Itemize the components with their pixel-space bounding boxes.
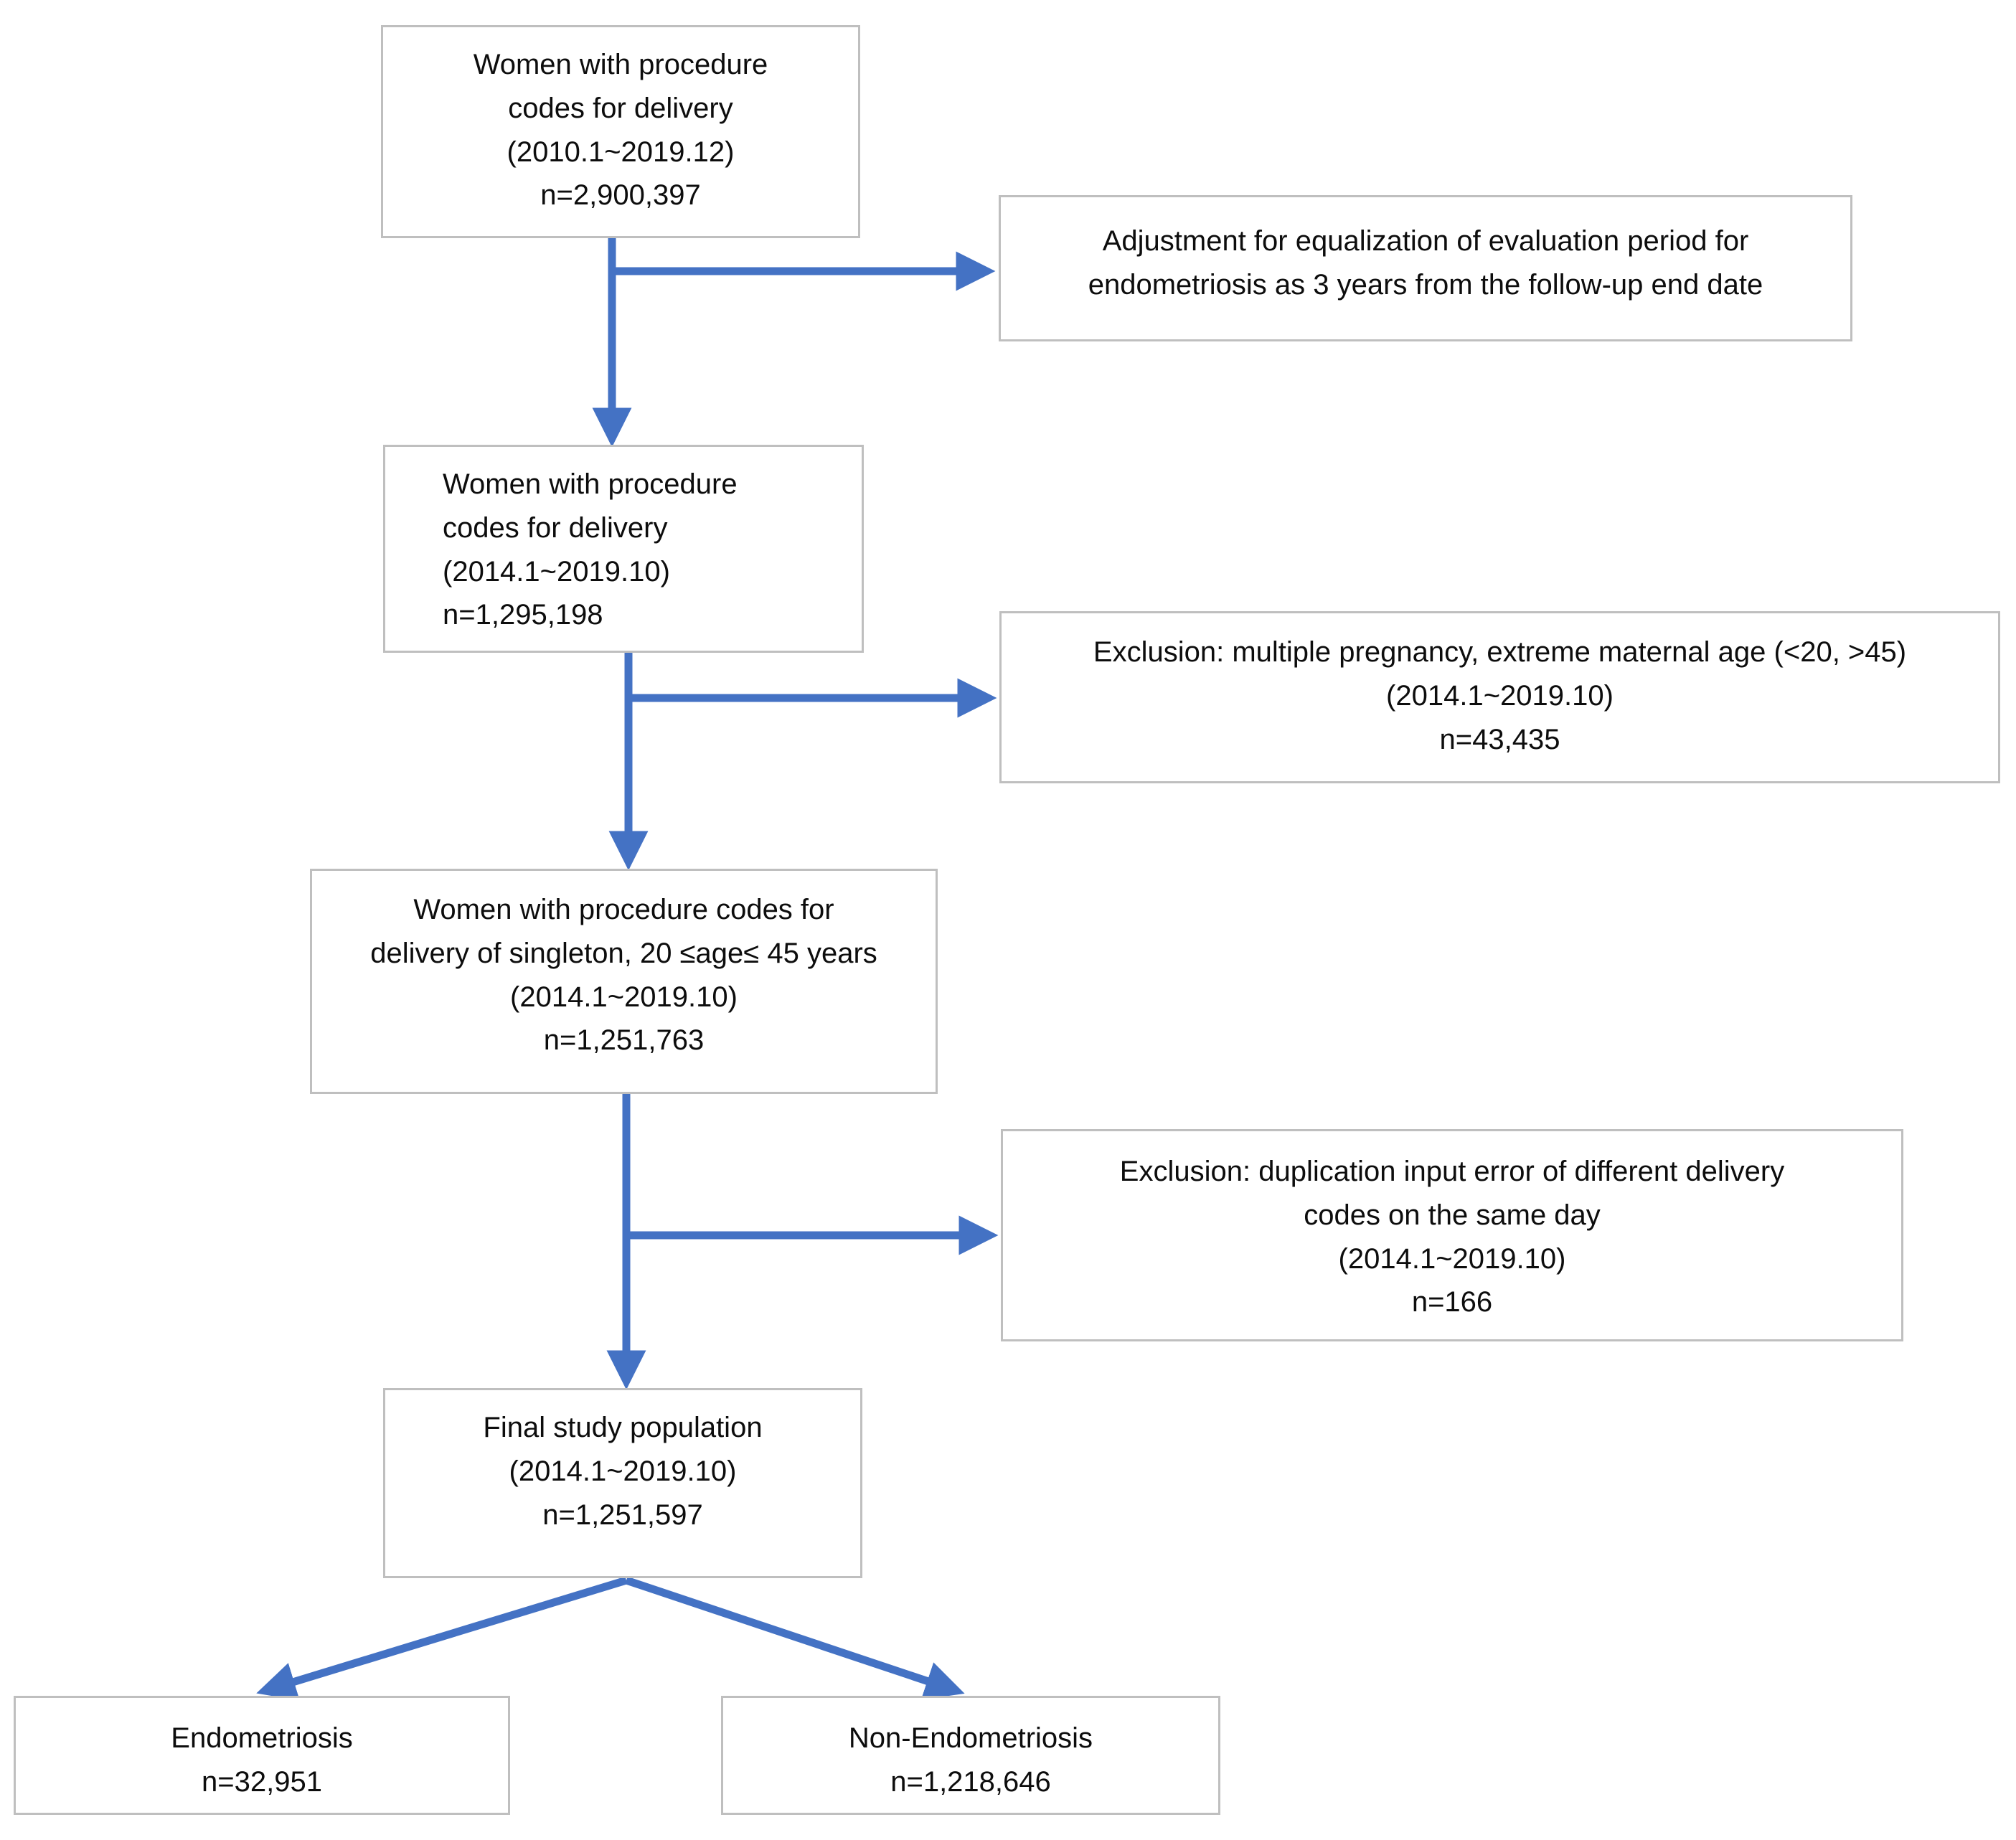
node-group-non-endometriosis: Non-Endometriosis n=1,218,646 (721, 1696, 1220, 1815)
node-cohort-initial-line-2: codes for delivery (508, 92, 733, 124)
node-cohort-adjusted: Women with procedure codes for delivery … (383, 445, 864, 653)
node-cohort-singleton-line-1: Women with procedure codes for (413, 894, 834, 925)
node-group-non-endometriosis-count: n=1,218,646 (890, 1765, 1051, 1798)
node-group-endometriosis-title: Endometriosis (171, 1722, 353, 1754)
node-cohort-singleton: Women with procedure codes for delivery … (310, 869, 938, 1094)
node-group-non-endometriosis-title: Non-Endometriosis (848, 1722, 1093, 1754)
arrow-final-to-endometriosis (256, 1576, 628, 1701)
node-cohort-initial: Women with procedure codes for delivery … (381, 25, 860, 238)
node-final-population-count: n=1,251,597 (542, 1499, 703, 1531)
node-group-endometriosis: Endometriosis n=32,951 (14, 1696, 510, 1815)
node-adjustment-line-2: endometriosis as 3 years from the follow… (1088, 269, 1763, 301)
node-cohort-singleton-line-2: delivery of singleton, 20 ≤age≤ 45 years (370, 937, 877, 969)
node-exclusion-duplication-count: n=166 (1411, 1286, 1493, 1318)
node-cohort-adjusted-line-1: Women with procedure (443, 468, 738, 500)
node-exclusion-multiple-line-1: Exclusion: multiple pregnancy, extreme m… (1093, 636, 1907, 668)
node-cohort-adjusted-count: n=1,295,198 (443, 599, 603, 631)
node-cohort-singleton-count: n=1,251,763 (543, 1024, 705, 1057)
node-cohort-initial-line-1: Women with procedure (473, 49, 768, 80)
node-cohort-adjusted-line-2: codes for delivery (443, 511, 668, 544)
node-cohort-initial-period: (2010.1~2019.12) (507, 136, 735, 168)
node-exclusion-multiple-period: (2014.1~2019.10) (1386, 679, 1614, 712)
node-exclusion-multiple-count: n=43,435 (1439, 723, 1560, 755)
node-final-population-period: (2014.1~2019.10) (509, 1455, 737, 1487)
node-final-study-population: Final study population (2014.1~2019.10) … (383, 1388, 862, 1578)
node-cohort-initial-count: n=2,900,397 (540, 179, 701, 212)
node-cohort-adjusted-period: (2014.1~2019.10) (443, 555, 670, 588)
node-adjustment-evaluation-period: Adjustment for equalization of evaluatio… (999, 195, 1852, 341)
arrow-final-to-non-endometriosis (625, 1576, 965, 1700)
node-exclusion-multiple-pregnancy: Exclusion: multiple pregnancy, extreme m… (999, 611, 2000, 783)
node-exclusion-duplication-period: (2014.1~2019.10) (1338, 1242, 1566, 1275)
node-exclusion-duplication-line-1: Exclusion: duplication input error of di… (1119, 1156, 1785, 1187)
node-exclusion-duplication: Exclusion: duplication input error of di… (1001, 1129, 1903, 1341)
node-cohort-singleton-period: (2014.1~2019.10) (510, 981, 738, 1013)
node-exclusion-duplication-line-2: codes on the same day (1304, 1199, 1601, 1231)
node-group-endometriosis-count: n=32,951 (202, 1765, 322, 1798)
node-adjustment-line-1: Adjustment for equalization of evaluatio… (1102, 225, 1749, 258)
node-final-population-title: Final study population (483, 1412, 763, 1443)
